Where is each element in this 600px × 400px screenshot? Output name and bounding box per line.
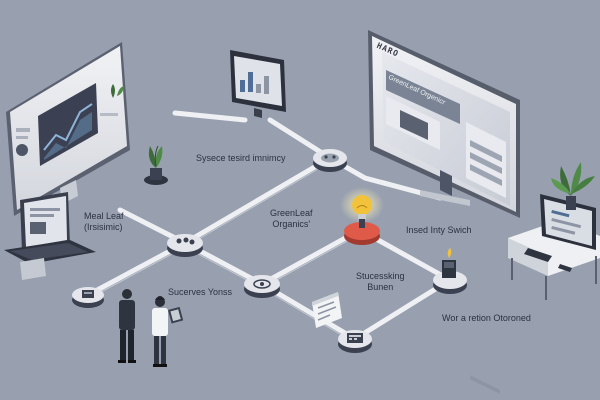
workflow-label: Wor a retion Otoroned [442, 313, 531, 323]
laptop-icon [4, 192, 96, 280]
line-chart-icon [43, 103, 93, 160]
stucessking-line-1: Stucessking [356, 271, 405, 281]
greenleaf-line-2: Organics' [272, 219, 311, 229]
hub-icon [313, 149, 347, 172]
left-monitor [6, 42, 130, 216]
plant-icon [144, 145, 168, 185]
device-hub-icon [433, 248, 467, 294]
right-monitor [368, 30, 520, 394]
inventory-switch-label: Insed Inty Swich [406, 225, 472, 235]
network-nodes [72, 149, 467, 353]
desk-workstation [508, 162, 600, 300]
plant-icon [111, 84, 124, 98]
bar-chart-icon [240, 72, 269, 94]
plant-icon [551, 162, 595, 210]
stucessking-line-2: Bunen [367, 282, 394, 292]
desktop-icon [540, 194, 596, 250]
greenleaf-label: GreenLeaf Organics' [270, 208, 313, 230]
meal-leaf-line-1: Meal Leaf [84, 211, 124, 221]
desktop-bar-chart-monitor [230, 50, 286, 118]
successes-label: Sucerves Yonss [168, 287, 233, 297]
calculator-icon [338, 330, 372, 353]
target-hub-icon [244, 275, 280, 298]
document-icon [312, 292, 342, 328]
server-icon [72, 287, 104, 308]
lightbulb-icon [340, 187, 384, 245]
meal-leaf-line-2: (Irsisimic) [84, 222, 123, 232]
system-label: Sysece tesird imnimcy [196, 153, 286, 163]
man-figure [118, 289, 136, 363]
meal-leaf-label: Meal Leaf (Irsisimic) [84, 211, 124, 233]
people-icon [118, 289, 184, 367]
people-hub-icon [167, 234, 203, 257]
woman-figure [152, 296, 184, 367]
stucessking-label: Stucessking Bunen [356, 271, 405, 293]
greenleaf-line-1: GreenLeaf [270, 208, 313, 218]
